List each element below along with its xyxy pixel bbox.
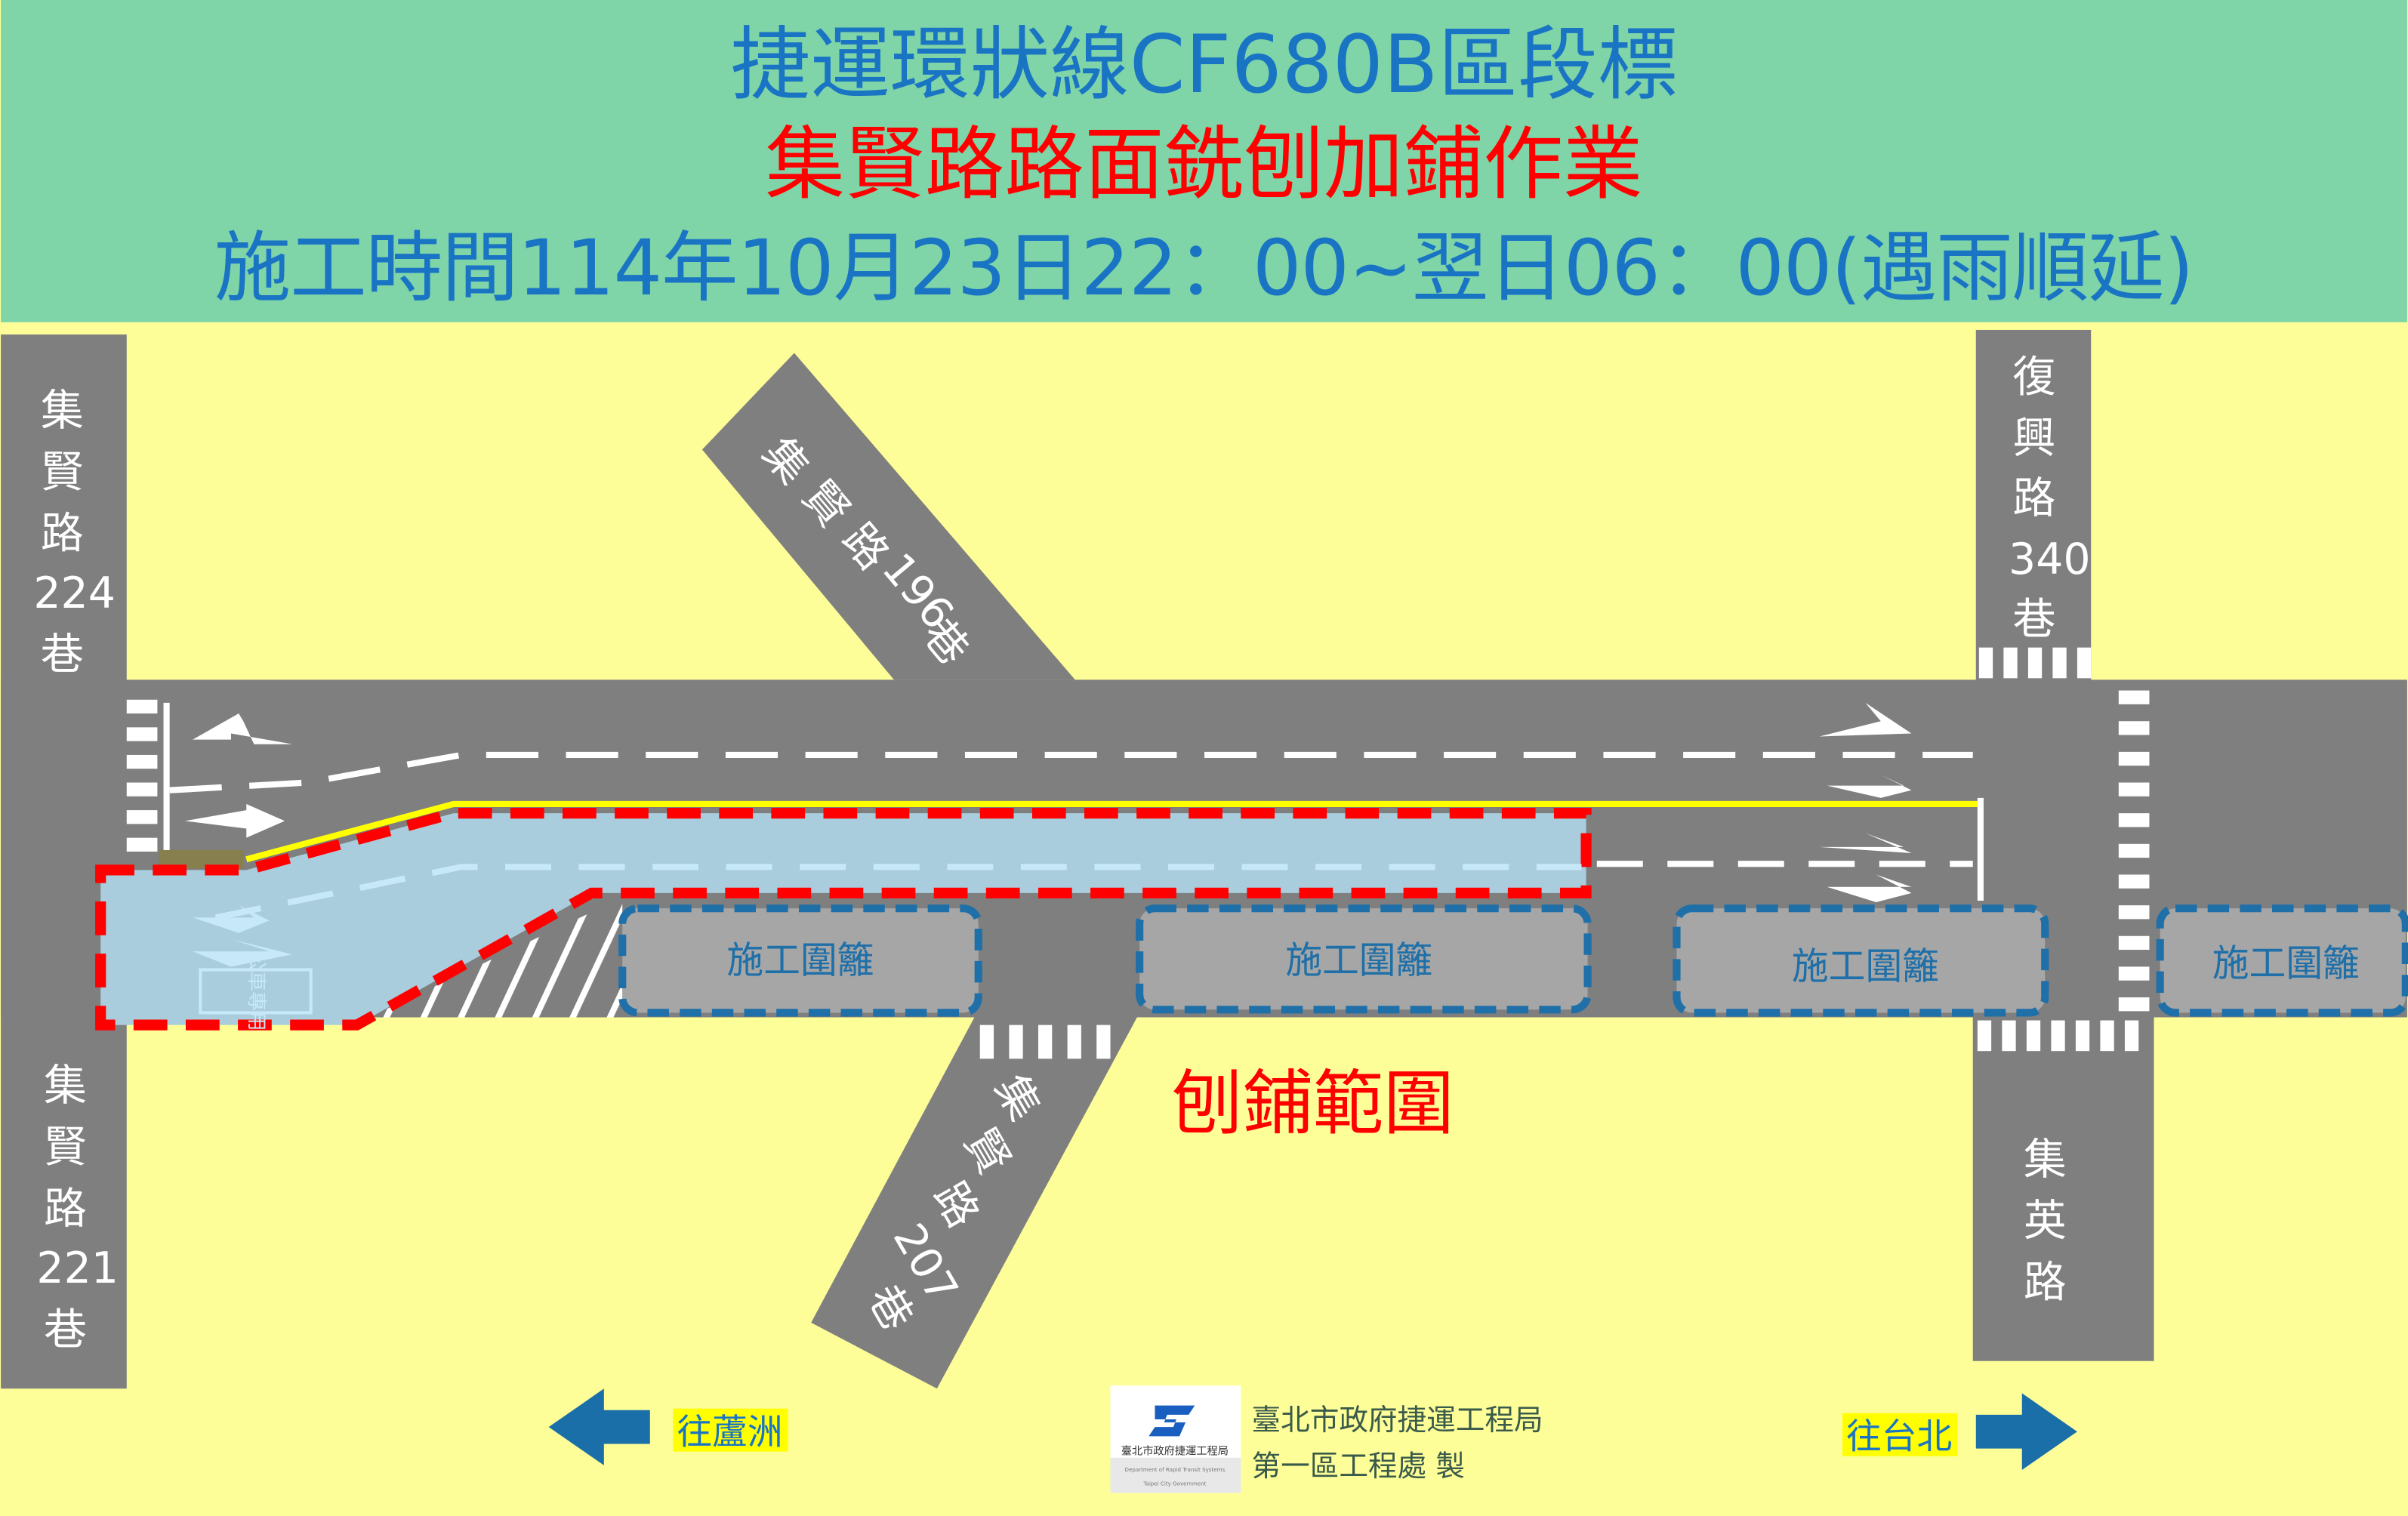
barrier-label: 施工圍籬 xyxy=(1285,939,1432,982)
svg-text:巷: 巷 xyxy=(44,1305,87,1354)
arrow-icon xyxy=(184,803,285,838)
title-schedule: 施工時間114年10月23日22：00~翌日06：00(遇雨順延) xyxy=(214,223,2194,313)
svg-text:路: 路 xyxy=(2024,1257,2067,1307)
svg-text:224: 224 xyxy=(33,568,116,618)
barrier-label: 施工圍籬 xyxy=(1792,945,1939,988)
road-label-jixian-221: 集賢路 221 巷 xyxy=(36,1061,119,1354)
svg-text:集: 集 xyxy=(41,386,84,436)
construction-barriers: 施工圍籬 施工圍籬 施工圍籬 施工圍籬 xyxy=(618,904,2408,1017)
svg-text:巷: 巷 xyxy=(2013,594,2056,644)
arrow-icon xyxy=(1827,874,1912,903)
title-work: 集賢路路面銑刨加鋪作業 xyxy=(765,118,1642,211)
milling-area-label: 刨鋪範圍 xyxy=(1172,1063,1454,1145)
direction-right-highlight xyxy=(1842,1413,1958,1456)
arrow-icon xyxy=(193,713,293,744)
svg-text:集: 集 xyxy=(44,1061,87,1111)
direction-left-highlight xyxy=(673,1408,788,1452)
milling-area-markings: 公車專用 xyxy=(193,864,1582,1031)
svg-text:Taipei City Government: Taipei City Government xyxy=(1142,1480,1206,1487)
svg-text:340: 340 xyxy=(2009,535,2091,584)
bus-lane-marking: 公車專用 xyxy=(245,951,268,1031)
arrow-icon xyxy=(1819,833,1912,854)
svg-text:英: 英 xyxy=(2024,1196,2067,1246)
arrow-left-icon xyxy=(548,1388,650,1465)
barrier-label: 施工圍籬 xyxy=(726,939,874,982)
svg-text:路: 路 xyxy=(41,509,84,559)
road-label-jixian-224: 集賢路 224 巷 xyxy=(33,386,116,679)
road-label-jiying: 集英路 xyxy=(2024,1135,2067,1308)
arrow-icon xyxy=(1819,702,1912,737)
title-project: 捷運環狀線CF680B區段標 xyxy=(730,18,1677,111)
road-label-fuxing-340: 復興路 340 巷 xyxy=(2009,352,2091,644)
header-band xyxy=(1,0,2407,322)
agency-logo: 臺北市政府捷運工程局 Department of Rapid Transit S… xyxy=(1110,1385,1241,1493)
svg-text:路: 路 xyxy=(44,1184,87,1234)
direction-left-label: 往蘆洲 xyxy=(677,1412,782,1453)
crosswalks xyxy=(126,647,2150,1059)
svg-text:Department of Rapid Transit Sy: Department of Rapid Transit Systems xyxy=(1124,1466,1225,1473)
direction-right-label: 往台北 xyxy=(1846,1417,1952,1458)
svg-text:賢: 賢 xyxy=(41,447,84,497)
arrow-icon xyxy=(1827,775,1912,798)
credit-line1: 臺北市政府捷運工程局 xyxy=(1252,1404,1543,1437)
svg-text:巷: 巷 xyxy=(41,630,84,679)
svg-text:復: 復 xyxy=(2013,352,2056,402)
credit-line2: 第一區工程處 製 xyxy=(1252,1450,1466,1484)
lane-arrows xyxy=(184,702,1912,903)
svg-text:集: 集 xyxy=(2024,1135,2067,1185)
barrier-label: 施工圍籬 xyxy=(2212,942,2360,985)
svg-text:賢: 賢 xyxy=(44,1123,87,1172)
svg-text:路: 路 xyxy=(2013,473,2056,523)
lane-markings xyxy=(159,702,1984,901)
svg-text:臺北市政府捷運工程局: 臺北市政府捷運工程局 xyxy=(1121,1445,1229,1458)
arrow-right-icon xyxy=(1975,1393,2077,1471)
svg-text:221: 221 xyxy=(36,1243,119,1293)
svg-text:興: 興 xyxy=(2013,414,2056,464)
